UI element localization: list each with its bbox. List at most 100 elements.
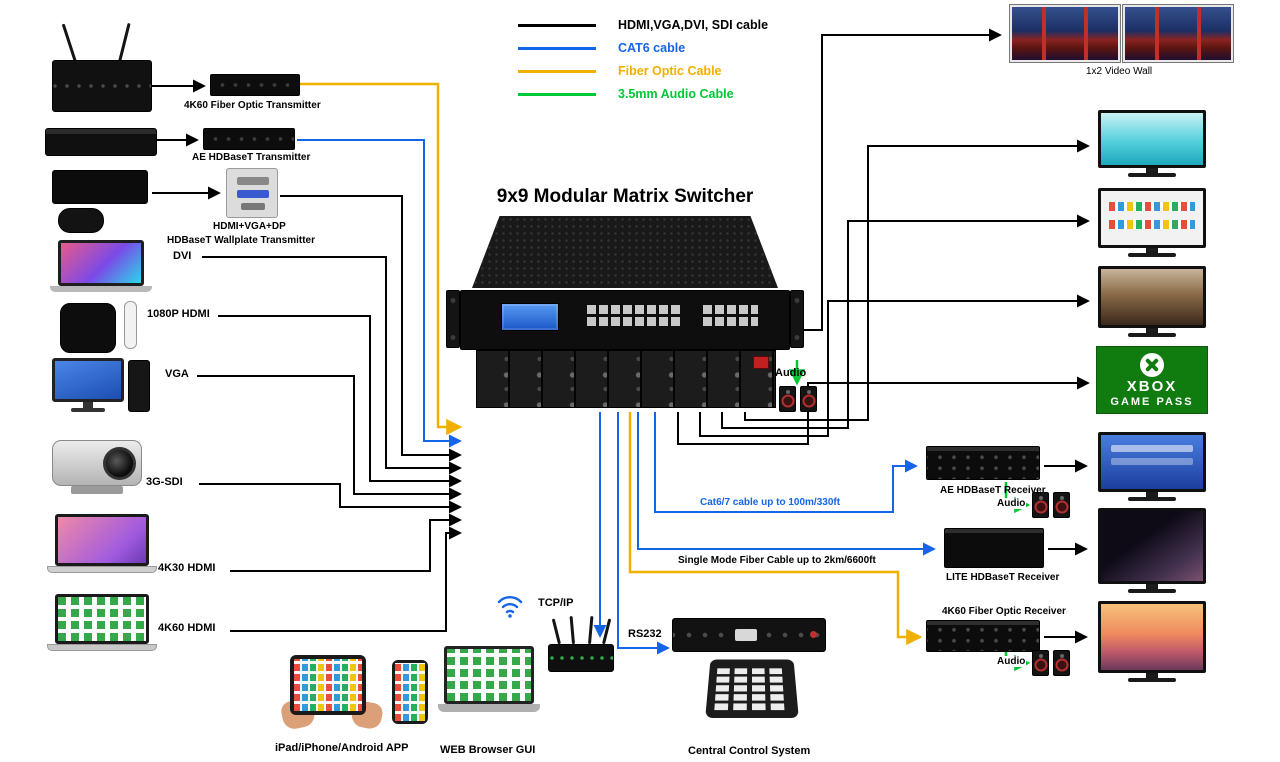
speaker-icon: [800, 386, 817, 412]
tv-display-apps: [1098, 188, 1206, 257]
lcd-display: [501, 303, 559, 331]
cable-legend: HDMI,VGA,DVI, SDI cable CAT6 cable Fiber…: [518, 18, 768, 101]
speakers: [1032, 650, 1070, 676]
tv-stand: [1098, 673, 1206, 682]
wireless-set-top-box: [52, 22, 157, 114]
tablet-screen: [294, 659, 362, 711]
tv-stand: [1098, 328, 1206, 337]
source-label: 1080P HDMI: [147, 308, 210, 320]
keypad-buttons: [714, 665, 790, 711]
source-label: 4K30 HDMI: [158, 562, 216, 574]
web-gui-laptop: [438, 646, 540, 712]
screen-bar: [1111, 445, 1193, 452]
antenna-icon: [588, 615, 594, 645]
legend-item-fiber: Fiber Optic Cable: [518, 64, 768, 78]
speakers: [779, 386, 817, 412]
legend-swatch-hdmi: [518, 23, 596, 27]
smartphone: [392, 660, 428, 724]
legend-label: HDMI,VGA,DVI, SDI cable: [618, 18, 769, 32]
ae-hdbaset-receiver-box: [926, 446, 1040, 480]
tv-screen: [1098, 188, 1206, 248]
antenna-icon: [118, 22, 131, 63]
source-label: 4K60 Fiber Optic Transmitter: [184, 100, 321, 111]
laptop-base: [50, 286, 152, 292]
control-port: [735, 629, 757, 641]
camera-lens: [103, 447, 136, 480]
apple-tv-remote: [124, 301, 137, 349]
device-body: [52, 60, 152, 112]
monitor-base: [71, 408, 105, 412]
fiber-transmitter-box: [210, 74, 300, 96]
ptz-camera: [52, 440, 142, 494]
tv-display-island: [1098, 110, 1206, 177]
matrix-switcher-top: [472, 216, 778, 288]
wallplate-dp-port: [241, 203, 265, 210]
fiber-run-note: Single Mode Fiber Cable up to 2km/6600ft: [676, 555, 878, 566]
lite-hdbaset-receiver-box: [944, 528, 1044, 568]
front-panel-buttons: [587, 303, 682, 326]
antenna-icon: [61, 23, 77, 63]
fiber-receiver-label: 4K60 Fiber Optic Receiver: [942, 606, 1066, 617]
video-wall-panel: [1009, 4, 1121, 63]
app-icons-row: [1109, 220, 1195, 229]
app-icons-row: [1109, 202, 1195, 211]
rack-ear-left: [446, 290, 460, 348]
wifi-router: [548, 615, 618, 674]
console-body: [52, 170, 148, 204]
laptop-screen: [58, 240, 144, 286]
page-title: 9x9 Modular Matrix Switcher: [496, 186, 754, 207]
laptop-screen: [55, 594, 149, 644]
legend-item-hdmi: HDMI,VGA,DVI, SDI cable: [518, 18, 768, 32]
speakers: [1032, 492, 1070, 518]
tv-stand: [1098, 248, 1206, 257]
laptop-base: [47, 566, 157, 573]
tv-screen: [1098, 508, 1206, 584]
pc-tower: [128, 360, 150, 412]
tablet: [290, 655, 366, 715]
laptop-screen: [55, 514, 149, 566]
matrix-io-card-section: [476, 350, 776, 408]
router-body: [548, 644, 614, 672]
speaker-icon: [779, 386, 796, 412]
game-pass-text: GAME PASS: [1110, 395, 1194, 408]
tv-display-blue: [1098, 432, 1206, 501]
matrix-switcher-front-panel: [460, 290, 790, 350]
video-wall-panel: [1122, 4, 1234, 63]
tv-stand: [1098, 168, 1206, 177]
laptop-base: [438, 704, 540, 712]
tv-screen: [1098, 601, 1206, 673]
phone-screen: [395, 663, 425, 721]
antenna-icon: [569, 615, 575, 645]
tv-display-sunset: [1098, 601, 1206, 682]
laptop-4k60: [47, 594, 157, 651]
legend-label: Fiber Optic Cable: [618, 64, 722, 78]
audio-label: Audio: [775, 367, 807, 379]
monitor-screen: [52, 358, 124, 402]
camera-base: [71, 486, 123, 494]
tv-stand: [1098, 492, 1206, 501]
control-keypad: [705, 659, 799, 718]
legend-swatch-cat6: [518, 46, 596, 50]
camera-body: [52, 440, 142, 486]
source-label: HDBaseT Wallplate Transmitter: [167, 235, 316, 246]
fiber-receiver-box: [926, 620, 1040, 652]
antenna-icon: [551, 618, 561, 645]
tv-stand: [1098, 584, 1206, 593]
legend-label: CAT6 cable: [618, 41, 686, 55]
audio-label: Audio: [996, 656, 1027, 667]
wallplate-vga-port: [237, 190, 269, 198]
legend-swatch-fiber: [518, 69, 596, 73]
apple-tv: [60, 303, 116, 353]
game-controller: [58, 208, 104, 233]
game-console: [50, 168, 150, 234]
rack-ear-right: [790, 290, 804, 348]
legend-item-cat6: CAT6 cable: [518, 41, 768, 55]
screen-bar: [1111, 458, 1193, 465]
tcpip-label: TCP/IP: [538, 597, 574, 609]
tv-display-meeting-room: [1098, 266, 1206, 337]
control-buttons: [703, 303, 758, 326]
legend-swatch-audio: [518, 92, 596, 96]
wallplate-transmitter: [226, 168, 278, 218]
